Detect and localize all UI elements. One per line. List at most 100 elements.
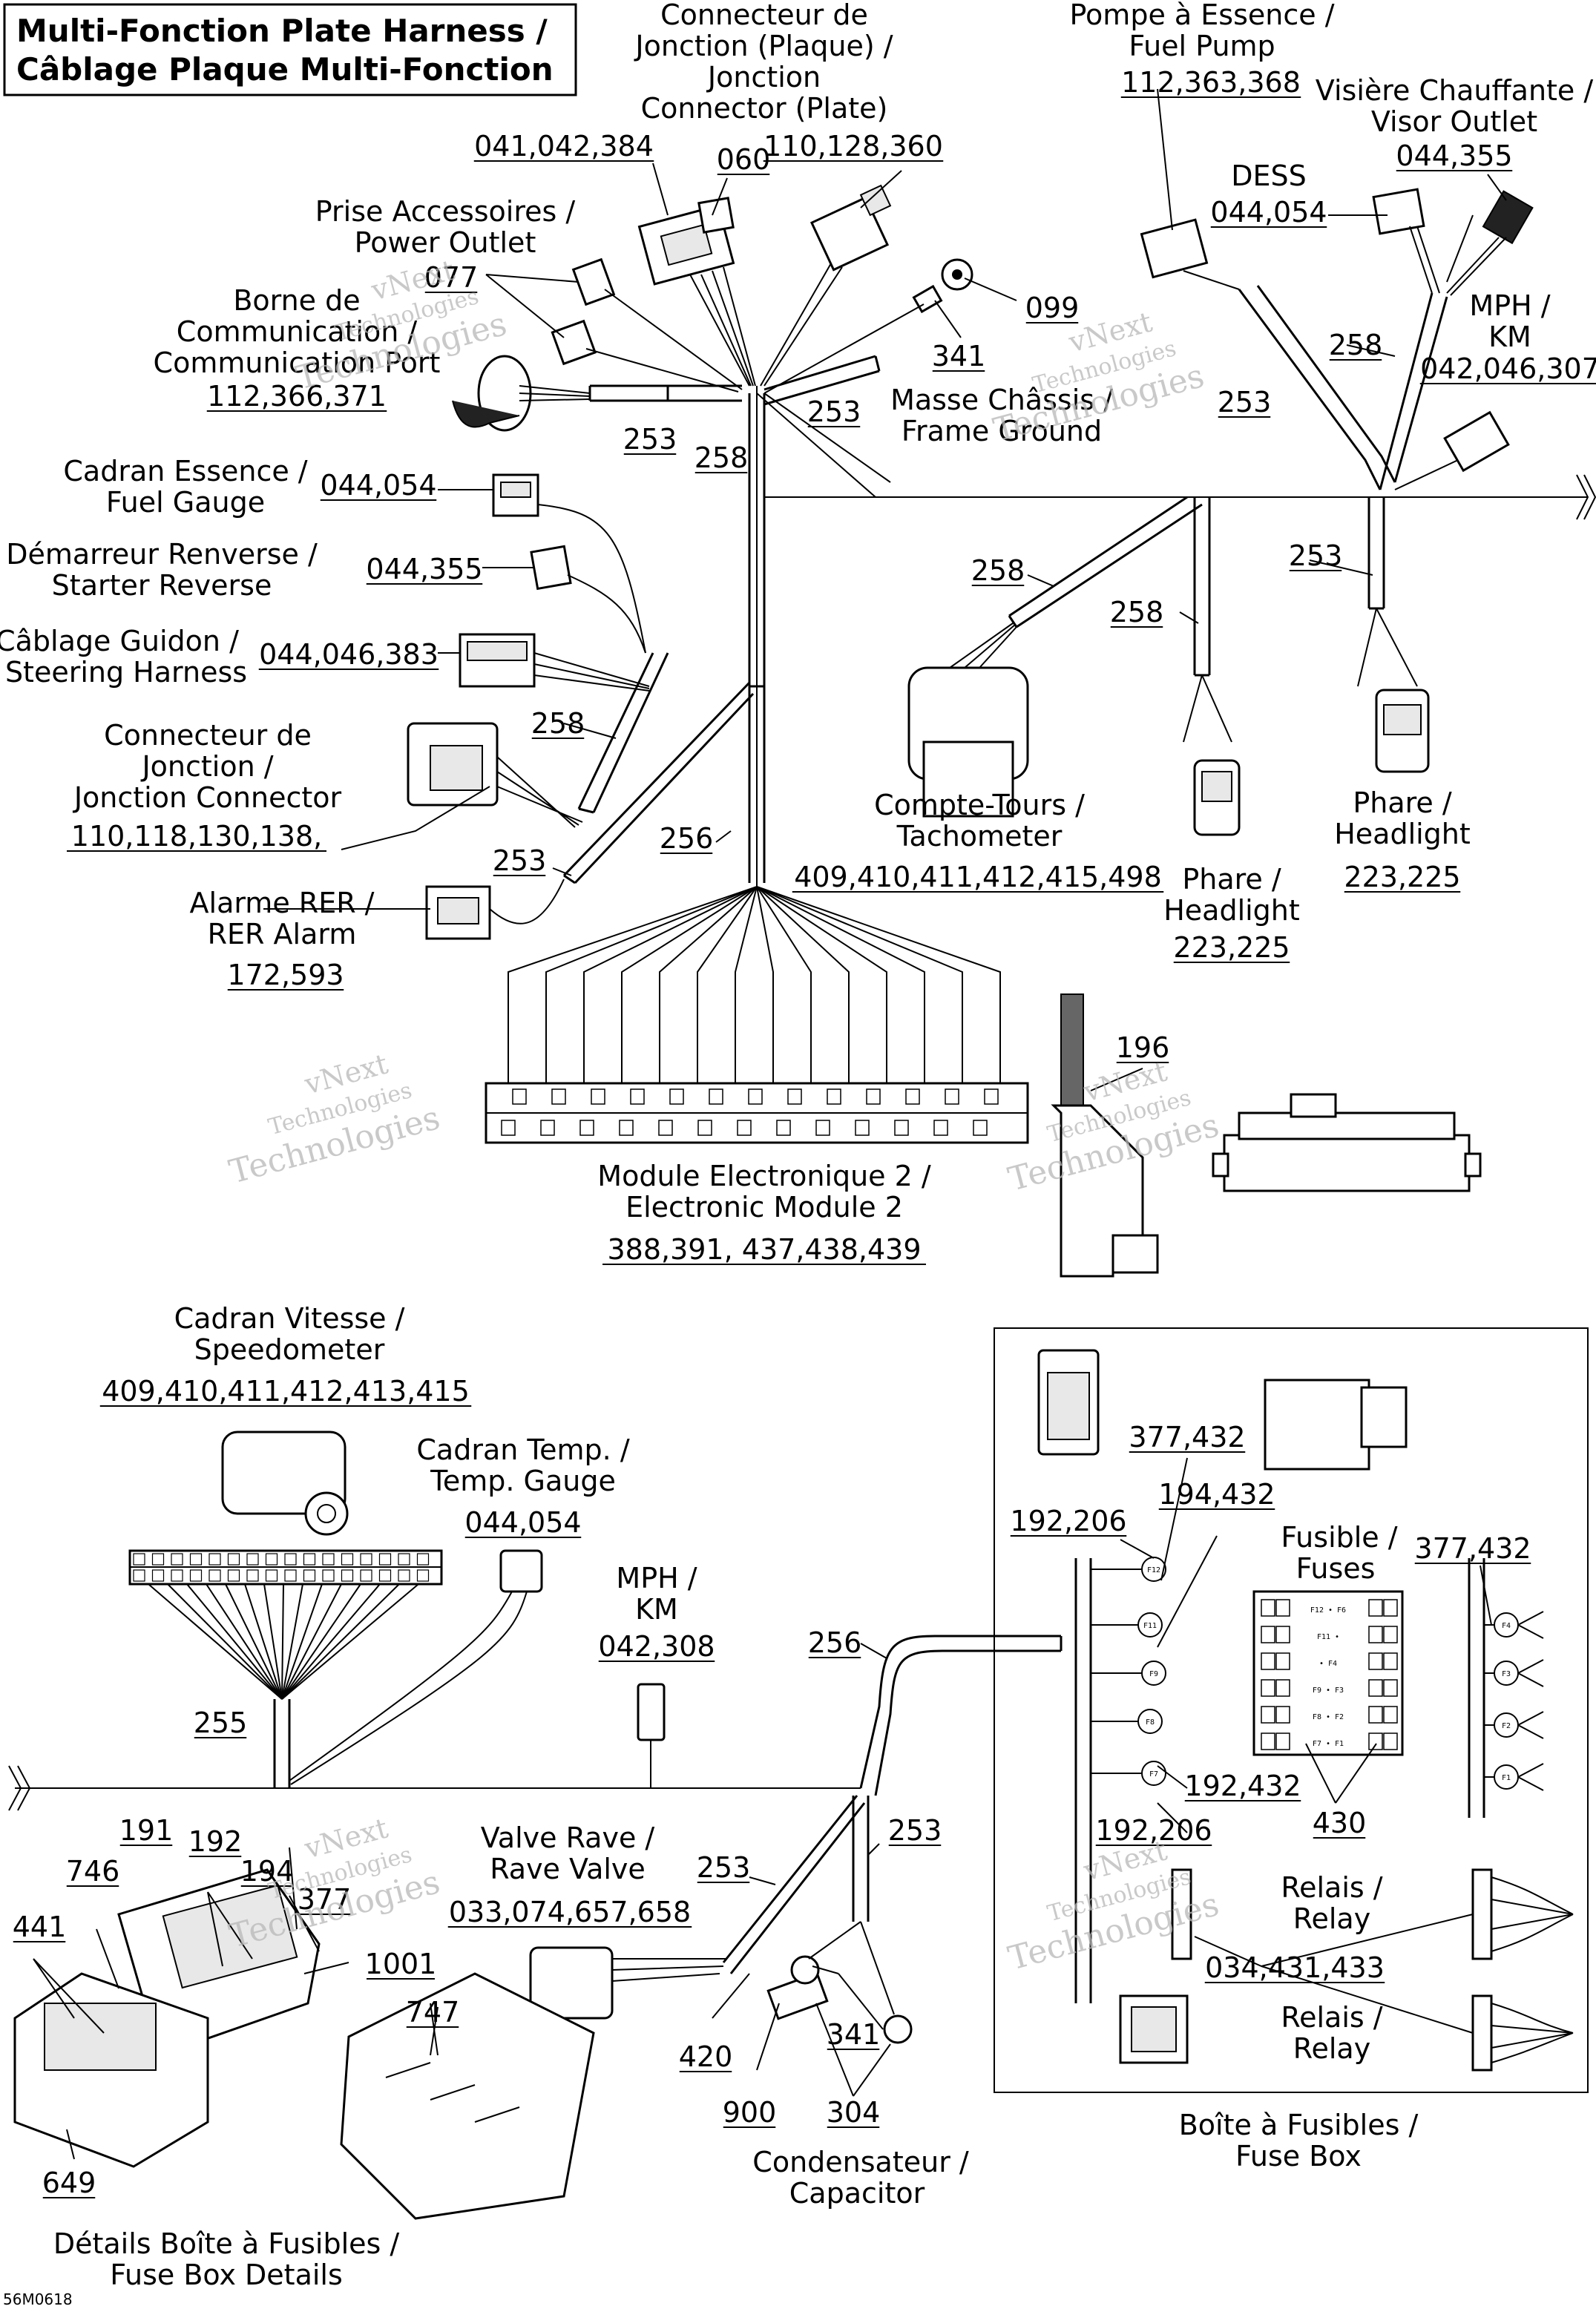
fuse-f11: F11	[1143, 1622, 1157, 1630]
title-box: Multi-Fonction Plate Harness / Câblage P…	[3, 3, 577, 96]
label-dess: DESS	[1231, 160, 1307, 192]
label-fuse-box-2: Fuse Box	[1235, 2140, 1362, 2172]
fuel-gauge-connector	[492, 473, 646, 654]
label-relay2-1: Relais /	[1281, 2001, 1382, 2034]
fuse-f3: F3	[1502, 1670, 1511, 1678]
part-number-r-441: 441	[13, 1911, 67, 1943]
part-number-r-044s: 044,355	[366, 553, 482, 585]
part-number-r-377c: 377	[298, 1883, 352, 1916]
label-rave-valve-2: Rave Valve	[490, 1853, 646, 1885]
part-number-r-192b: 192,432	[1184, 1770, 1301, 1802]
part-number-r-110b: 110,118,130,138,	[71, 820, 322, 853]
part-number-r-194b: 194	[240, 1855, 295, 1888]
fuse-f7: F7	[1149, 1770, 1158, 1778]
electronic-module-2-body	[1212, 1093, 1482, 1192]
label-comm-port-3: Communication Port	[154, 346, 441, 379]
fuse-table-label: F7 • F1	[1313, 1740, 1344, 1748]
part-number-r-033: 033,074,657,658	[449, 1896, 691, 1928]
title-line-1: Multi-Fonction Plate Harness /	[16, 13, 548, 49]
label-headlight2-1: Phare /	[1182, 863, 1281, 896]
label-speedometer-2: Speedometer	[194, 1333, 385, 1366]
label-visor-1: Visière Chauffante /	[1316, 74, 1594, 107]
fuse-f4: F4	[1502, 1622, 1511, 1630]
label-tachometer-2: Tachometer	[896, 820, 1063, 853]
part-number-r-256a: 256	[660, 822, 714, 855]
label-frame-ground-2: Frame Ground	[902, 415, 1102, 447]
headlight-connector-2	[1183, 674, 1241, 836]
label-fuse-box-details-1: Détails Boîte à Fusibles /	[53, 2227, 400, 2260]
label-mph-top-1: MPH /	[1469, 289, 1550, 322]
figure-reference: 56M0618	[3, 2290, 73, 2308]
part-number-r-253a: 253	[623, 423, 677, 456]
part-number-r-430: 430	[1313, 1807, 1367, 1839]
part-number-r-258b: 258	[531, 707, 585, 740]
leader-lines	[33, 88, 1507, 2160]
label-headlight2-2: Headlight	[1163, 894, 1300, 927]
rave-valve-connector	[529, 1795, 866, 2020]
part-number-r-409b: 409,410,411,412,413,415	[102, 1375, 470, 1408]
part-number-r-192a: 192,206	[1010, 1505, 1126, 1537]
communication-port-connector	[452, 319, 739, 432]
part-number-r-304: 304	[827, 2096, 881, 2129]
part-number-r-746: 746	[66, 1855, 120, 1888]
part-number-r-258d: 258	[1110, 596, 1164, 628]
speedometer-fan-wires	[148, 1583, 419, 1700]
label-junction-connector-1: Connecteur de	[104, 719, 312, 752]
label-power-outlet-2: Power Outlet	[355, 226, 536, 259]
part-number-r-900: 900	[723, 2096, 777, 2129]
part-number-r-077: 077	[424, 261, 479, 294]
part-number-r-253t: 253	[1218, 386, 1272, 418]
label-module-2: Electronic Module 2	[625, 1191, 903, 1224]
part-number-r-253e: 253	[697, 1851, 751, 1884]
label-rave-valve-1: Valve Rave /	[481, 1822, 655, 1854]
part-number-r-258c: 258	[971, 554, 1025, 587]
label-relay2-2: Relay	[1293, 2032, 1370, 2065]
label-module-1: Module Electronique 2 /	[597, 1160, 931, 1192]
label-steering-2: Steering Harness	[5, 656, 247, 689]
part-number-r-042t: 042,046,307	[1420, 352, 1596, 385]
part-number-r-223a: 223,225	[1344, 861, 1460, 893]
label-fuel-pump-2: Fuel Pump	[1129, 30, 1275, 62]
part-number-r-044v: 044,355	[1396, 139, 1512, 172]
label-mph-top-2: KM	[1488, 321, 1531, 353]
part-number-r-110a: 110,128,360	[763, 130, 943, 162]
label-visor-2: Visor Outlet	[1371, 105, 1537, 138]
fuel-pump-connector	[1140, 218, 1240, 290]
label-mph-bottom-1: MPH /	[616, 1562, 697, 1594]
label-fuses-2: Fuses	[1296, 1552, 1376, 1585]
fuse-f2: F2	[1502, 1722, 1511, 1730]
part-number-r-112b: 112,366,371	[207, 380, 387, 413]
part-number-r-192c: 192,206	[1095, 1814, 1212, 1847]
label-capacitor-1: Condensateur /	[752, 2146, 969, 2178]
label-headlight1-1: Phare /	[1353, 786, 1452, 819]
part-number-r-060: 060	[717, 143, 771, 176]
title-line-2: Câblage Plaque Multi-Fonction	[16, 51, 554, 88]
part-number-r-255: 255	[194, 1707, 248, 1739]
label-rer-alarm-1: Alarme RER /	[190, 887, 375, 919]
label-junction-connector-3: Jonction Connector	[73, 781, 342, 814]
label-fuel-gauge-1: Cadran Essence /	[63, 455, 307, 487]
label-starter-reverse-2: Starter Reverse	[52, 569, 272, 602]
fuse-f9: F9	[1149, 1670, 1158, 1678]
temp-gauge-connector	[289, 1549, 543, 1785]
label-temp-gauge-2: Temp. Gauge	[430, 1465, 616, 1497]
junction-plate-connector	[637, 204, 756, 387]
part-number-r-409a: 409,410,411,412,415,498	[794, 861, 1162, 893]
headlight-connector-1	[1357, 608, 1430, 773]
label-fuse-box-details-2: Fuse Box Details	[110, 2259, 343, 2291]
module-fan-wires	[508, 886, 1001, 1091]
part-number-r-649: 649	[42, 2167, 96, 2199]
part-number-r-192d: 192	[188, 1825, 243, 1858]
dess-connector	[1372, 188, 1440, 294]
part-number-r-034: 034,431,433	[1205, 1951, 1385, 1984]
mph-km-bottom-connector	[637, 1683, 666, 1788]
fuse-f12: F12	[1147, 1566, 1160, 1574]
part-number-r-191: 191	[119, 1814, 174, 1847]
fuse-table-label: • F4	[1319, 1660, 1337, 1668]
fuse-table-label: F11 •	[1317, 1633, 1339, 1641]
label-mph-bottom-2: KM	[635, 1593, 678, 1626]
part-number-r-099: 099	[1025, 292, 1080, 324]
